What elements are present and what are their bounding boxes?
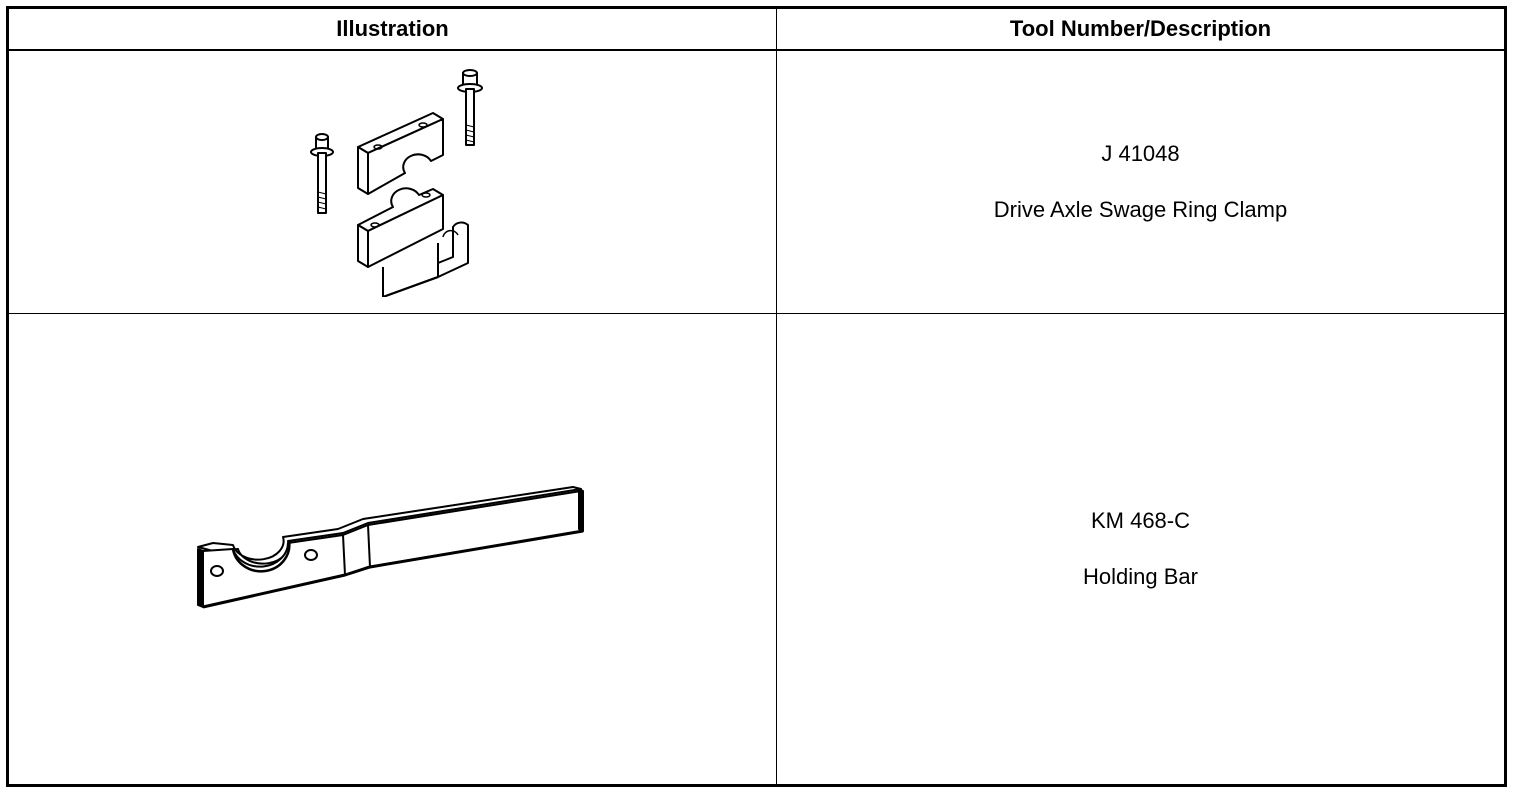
tool-description: Drive Axle Swage Ring Clamp — [993, 197, 1288, 222]
swage-ring-clamp-drawing-icon — [309, 69, 483, 297]
header-tool-number-description: Tool Number/Description — [776, 7, 1506, 51]
header-illustration: Illustration — [7, 7, 777, 51]
holding-bar-drawing-icon — [196, 486, 584, 609]
tool-number: J 41048 — [1101, 141, 1180, 166]
header-row: Illustration Tool Number/Description — [7, 7, 1506, 51]
table-row: J 41048 Drive Axle Swage Ring Clamp — [7, 49, 1506, 314]
illustration-cell — [7, 49, 777, 314]
illustration-cell — [7, 313, 777, 786]
table-row: KM 468-C Holding Bar — [7, 313, 1506, 786]
tool-number: KM 468-C — [1090, 508, 1191, 533]
tool-description: Holding Bar — [1083, 564, 1198, 589]
tool-description-cell: J 41048 Drive Axle Swage Ring Clamp — [776, 49, 1506, 314]
tool-description-cell: KM 468-C Holding Bar — [776, 313, 1506, 786]
tool-table: Illustration Tool Number/Description — [6, 6, 1507, 787]
